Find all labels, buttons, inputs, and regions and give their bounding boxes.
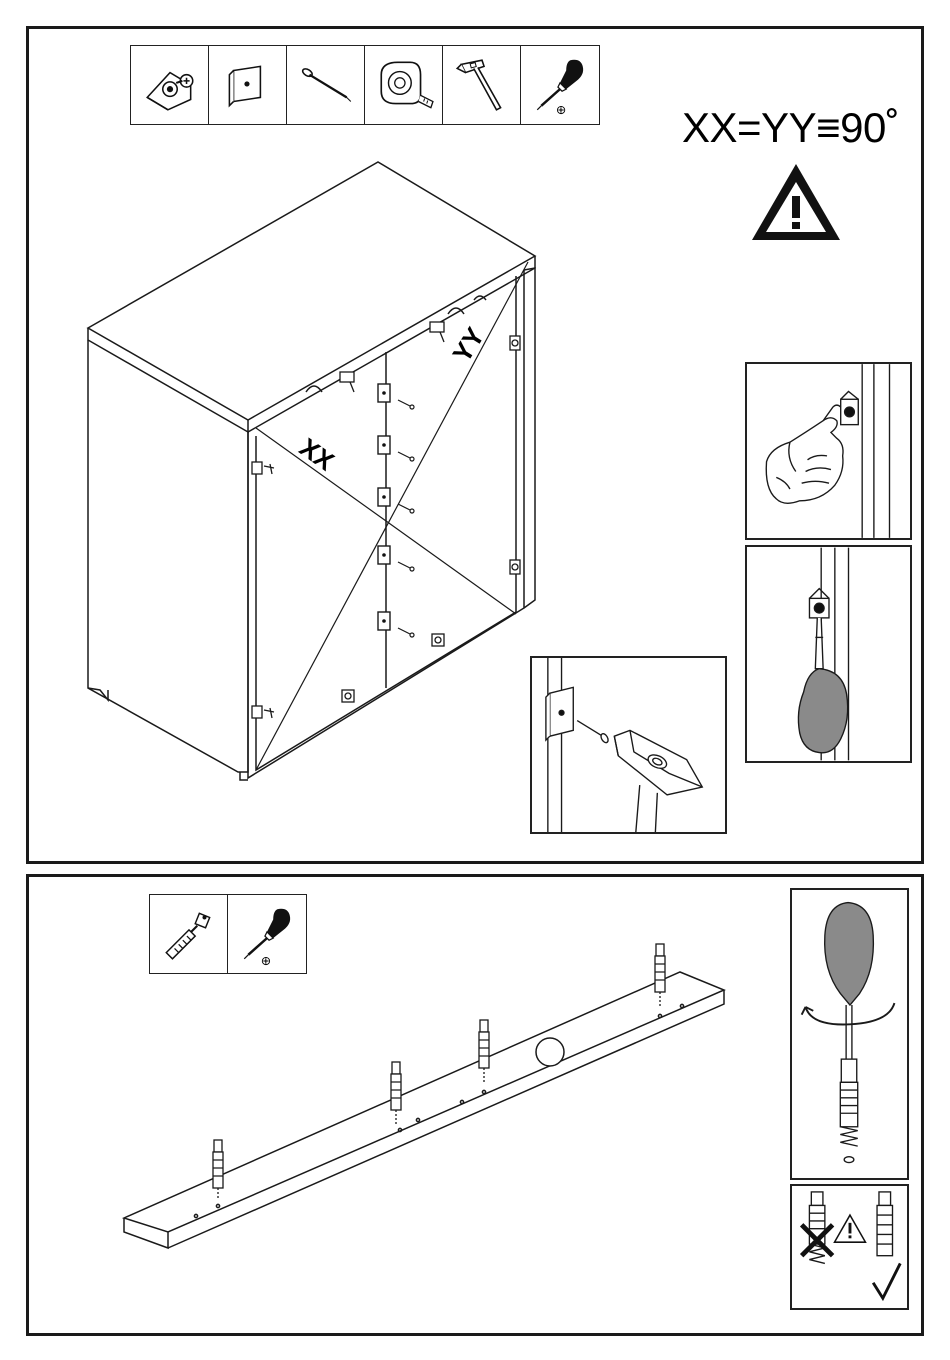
screwdriver-tightening-illustration [747,547,910,761]
correct-check-icon [873,1263,900,1298]
detail-screwdriver-turning-bolt [790,888,909,1180]
diagonal-label-xx: XX [294,432,340,477]
detail-hand-press-connector [745,362,912,540]
hammer-nail-illustration [532,658,725,832]
detail-screwdriver-connector [745,545,912,763]
screwdriver-rotation-illustration [792,890,907,1178]
bolt-comparison-illustration [792,1186,907,1308]
warning-small-icon [835,1215,866,1242]
diagonal-label-yy: YY [446,322,490,367]
detail-correct-incorrect-bolt [790,1184,909,1310]
detail-hammer-nail-clip [530,656,727,834]
hand-press-illustration [747,364,910,538]
